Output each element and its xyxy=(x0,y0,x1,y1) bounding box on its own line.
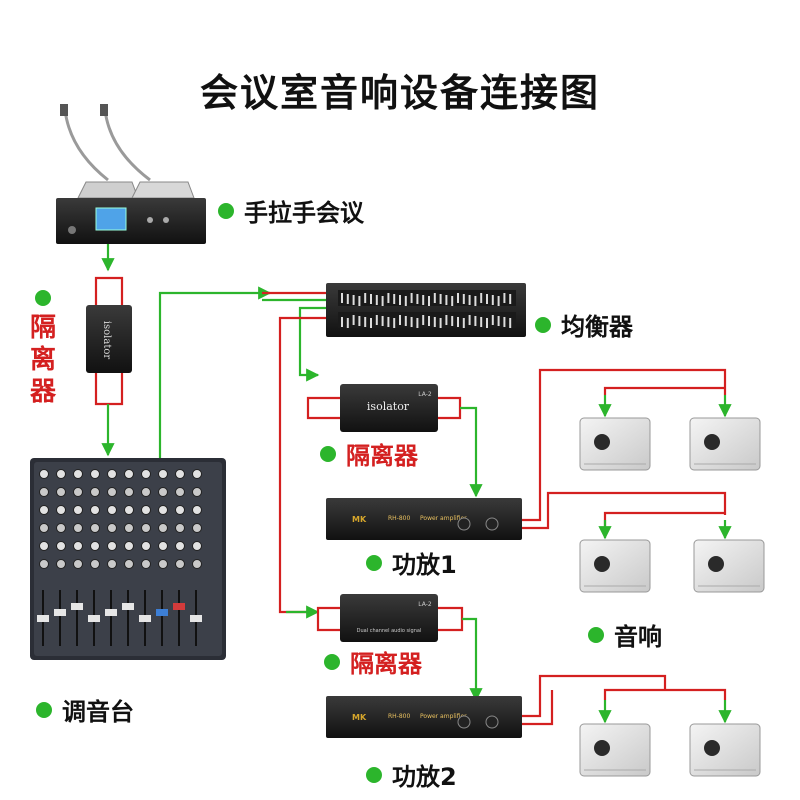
mixer-faders xyxy=(37,590,202,646)
label-conference: 手拉手会议 xyxy=(218,193,364,228)
wire-iso1-loop-left xyxy=(306,396,340,420)
label-isolator-vertical-char-3: 器 xyxy=(30,377,57,407)
green-dot xyxy=(535,316,551,333)
amp-2-desc: Power amplifier xyxy=(420,713,467,720)
wire-iso2-loop-left xyxy=(316,606,340,632)
label-isolator-vertical-char-1: 隔 xyxy=(30,313,57,343)
label-isolator-vertical-char-2: 离 xyxy=(30,345,57,375)
speaker xyxy=(689,723,761,777)
speaker xyxy=(693,539,765,593)
wire-eq-out-1 xyxy=(298,306,330,382)
wire-iso2-to-amp2 xyxy=(462,617,483,702)
isolator-1-device: isolator LA-2 xyxy=(340,384,438,432)
green-dot xyxy=(320,445,336,462)
label-equalizer: 均衡器 xyxy=(535,307,633,342)
wire-iso1-to-amp1 xyxy=(460,406,483,498)
label-conference-text: 手拉手会议 xyxy=(244,199,364,227)
wire-amp1-spk-a xyxy=(520,368,727,522)
label-isolator-2: 隔离器 xyxy=(324,644,422,679)
wire-mixer-to-eq xyxy=(158,286,272,460)
isolator-1-name: isolator xyxy=(367,400,410,413)
diagram-title: 会议室音响设备连接图 xyxy=(199,71,600,115)
wire-iso2-loop-right xyxy=(438,606,464,632)
isolator-vertical-name: isolator xyxy=(101,321,112,360)
label-mixer-text: 调音台 xyxy=(62,698,134,726)
green-dot xyxy=(218,202,234,219)
conference-unit xyxy=(56,104,206,244)
green-dot xyxy=(36,701,52,718)
label-equalizer-text: 均衡器 xyxy=(561,313,633,341)
mixer xyxy=(30,458,226,660)
isolator-2-sub: Dual channel audio signal xyxy=(357,628,422,634)
green-dot xyxy=(366,766,382,783)
speaker xyxy=(689,417,761,471)
label-amp-2-text: 功放2 xyxy=(392,763,457,791)
green-dot xyxy=(366,554,382,571)
amp-2-brand: MK xyxy=(352,713,367,722)
speaker xyxy=(579,417,651,471)
isolator-2-device: LA-2 Dual channel audio signal xyxy=(340,594,438,642)
isolator-1-model: LA-2 xyxy=(418,391,432,398)
wire-spk5-branch xyxy=(603,688,727,700)
amplifier-2: MK RH-800 Power amplifier xyxy=(326,696,522,738)
speakers xyxy=(579,417,765,777)
green-dot xyxy=(324,653,340,670)
amp-1-model: RH-800 xyxy=(388,515,410,522)
mixer-knobs xyxy=(39,469,202,569)
equalizer xyxy=(326,283,526,337)
speaker xyxy=(579,539,651,593)
label-isolator-vertical: 隔 离 器 xyxy=(30,290,56,408)
isolator-2-model: LA-2 xyxy=(418,601,432,608)
speaker xyxy=(579,723,651,777)
green-dot xyxy=(588,626,604,643)
amp-2-model: RH-800 xyxy=(388,713,410,720)
label-mixer: 调音台 xyxy=(36,692,134,727)
eq-sliders xyxy=(341,293,512,328)
wire-iso-v-loop-top xyxy=(94,276,124,305)
amp-1-desc: Power amplifier xyxy=(420,515,467,522)
wire-amp1-spk-b xyxy=(520,491,727,530)
label-amp-2: 功放2 xyxy=(366,757,457,792)
label-isolator-1-text: 隔离器 xyxy=(346,442,418,470)
label-isolator-1: 隔离器 xyxy=(320,436,418,471)
isolator-vertical: isolator xyxy=(86,305,132,373)
wire-amp2-spk-b xyxy=(520,690,554,726)
signal-wires xyxy=(94,244,732,726)
amplifier-1: MK RH-800 Power amplifier xyxy=(326,498,522,540)
label-speakers-text: 音响 xyxy=(614,623,662,651)
label-speakers: 音响 xyxy=(588,617,662,652)
label-isolator-2-text: 隔离器 xyxy=(350,650,422,678)
amp-1-brand: MK xyxy=(352,515,367,524)
wire-spk1-branch xyxy=(603,386,725,395)
wire-amp2-spk-a xyxy=(520,674,667,718)
label-amp-1-text: 功放1 xyxy=(392,551,457,579)
green-dot xyxy=(35,290,51,306)
label-amp-1: 功放1 xyxy=(366,545,457,580)
wire-spk3-branch xyxy=(603,511,725,533)
wire-iso1-loop-right xyxy=(438,396,462,420)
wire-iso-v-loop-bottom xyxy=(94,372,124,406)
